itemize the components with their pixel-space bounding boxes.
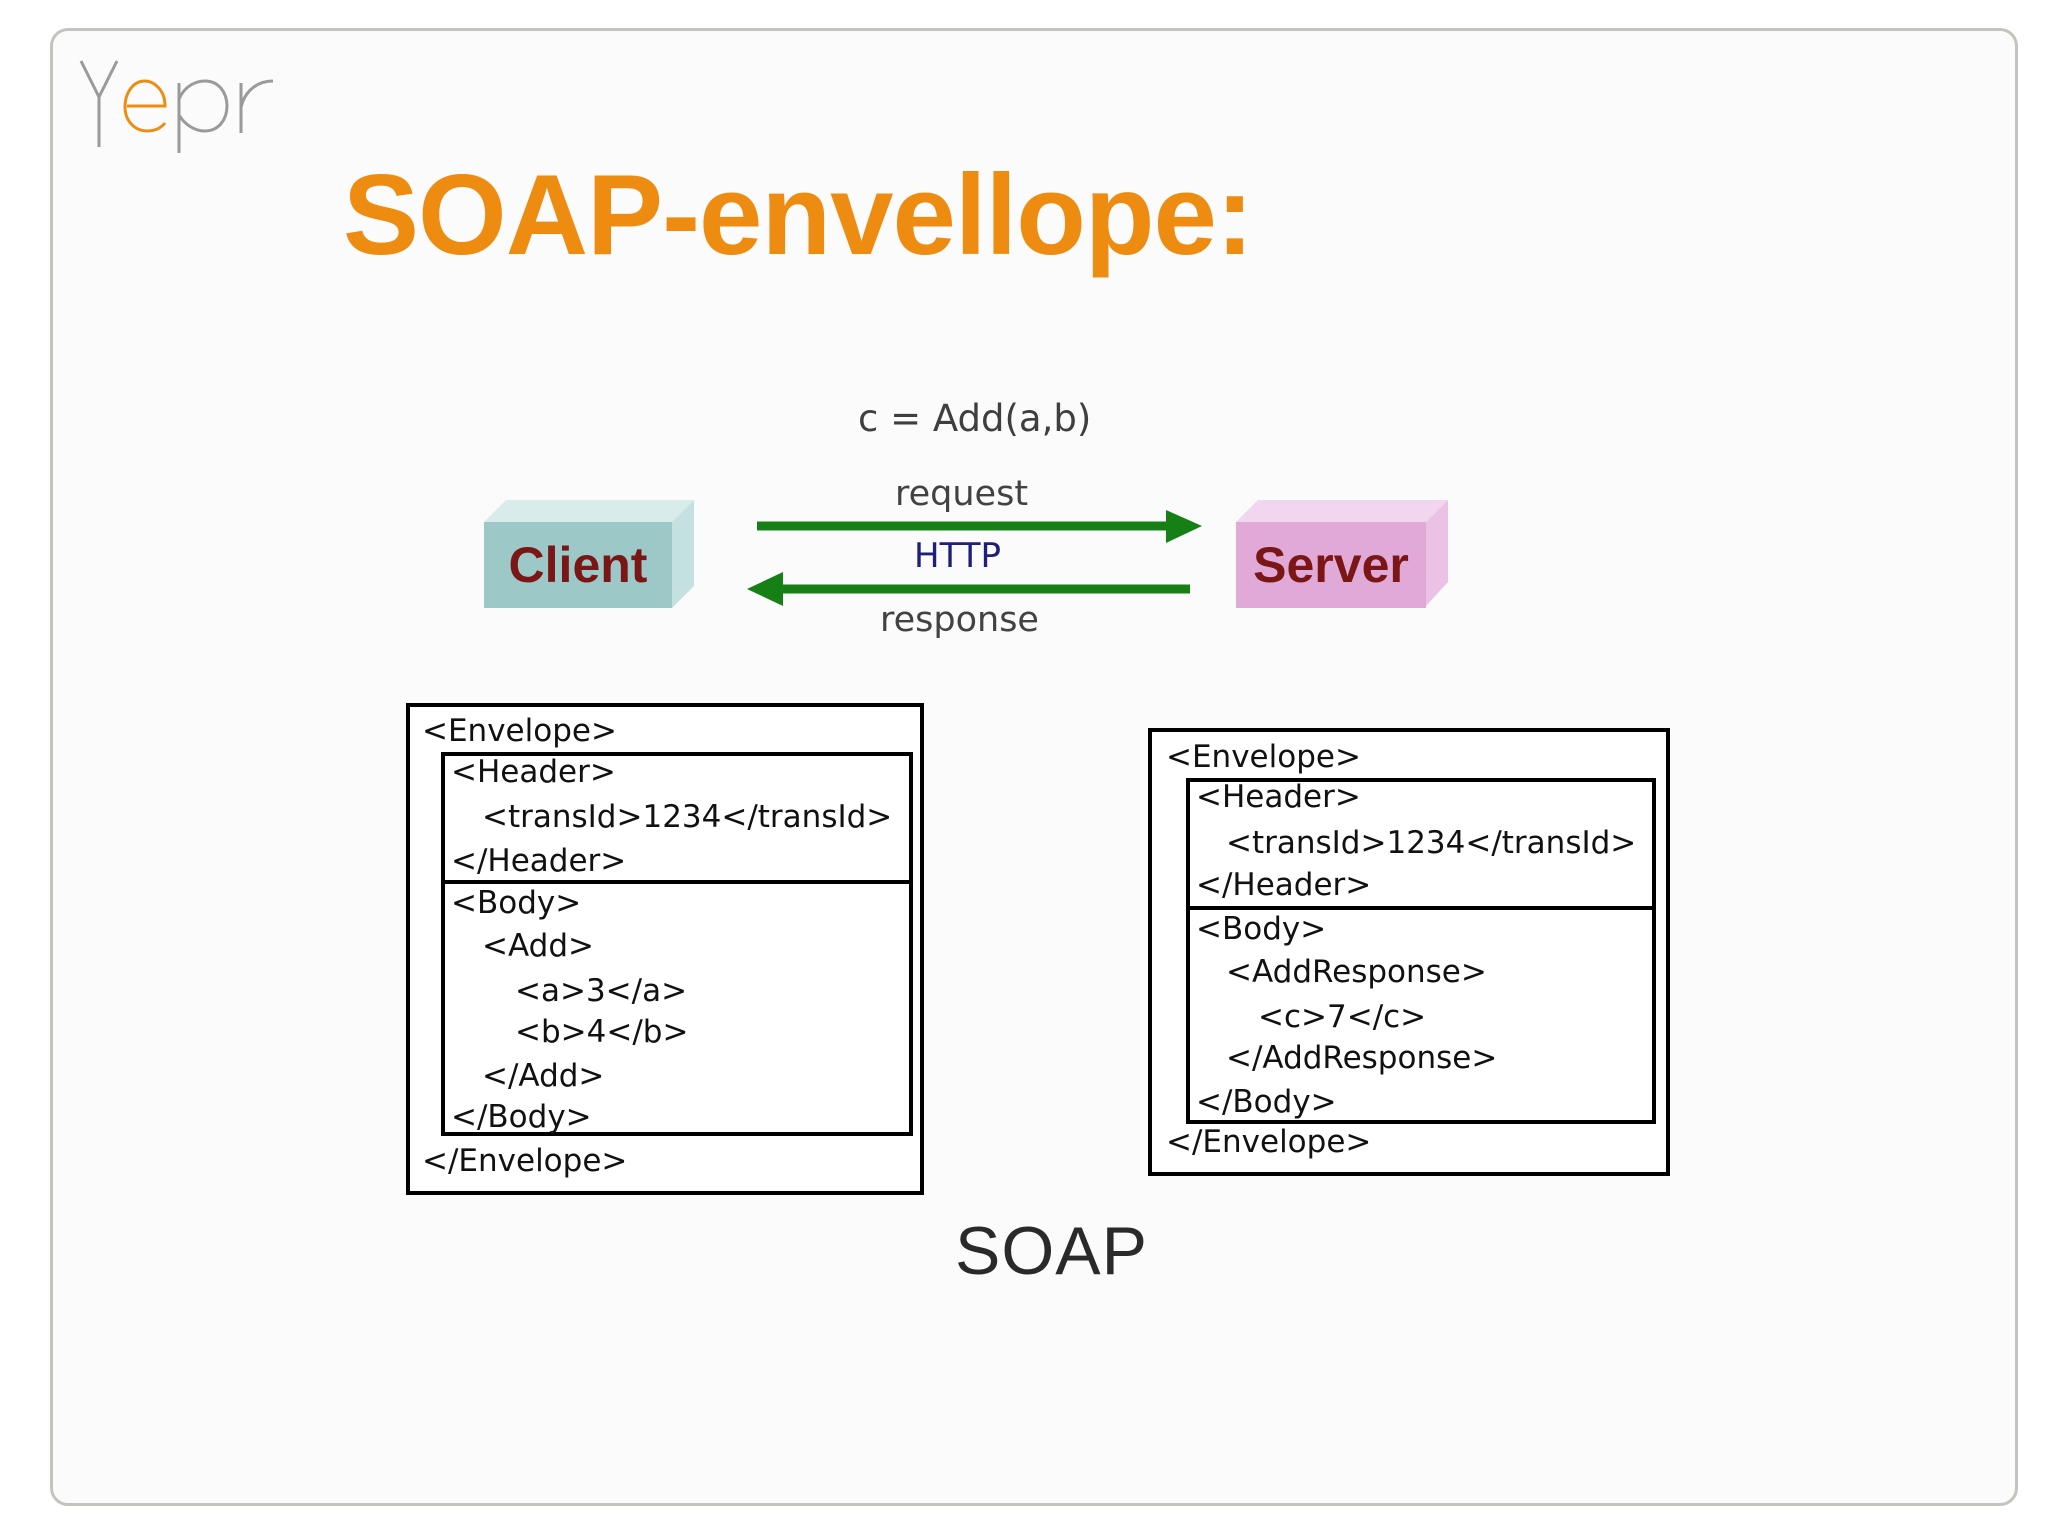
http-label: HTTP (914, 536, 1002, 576)
response-addresponse-open: <AddResponse> (1226, 954, 1487, 990)
response-body-open: <Body> (1196, 911, 1327, 947)
response-envelope-open: <Envelope> (1166, 739, 1361, 775)
request-body-close: </Body> (451, 1099, 592, 1135)
response-result-c: <c>7</c> (1258, 999, 1427, 1035)
request-header-close: </Header> (451, 843, 627, 879)
response-addresponse-close: </AddResponse> (1226, 1040, 1498, 1076)
request-transid: <transId>1234</transId> (482, 799, 893, 835)
response-label: response (880, 600, 1039, 640)
request-envelope-open: <Envelope> (422, 713, 617, 749)
server-box-depth (1236, 500, 1448, 606)
request-body-box (441, 880, 913, 1136)
slide-title: SOAP-envellope: (343, 152, 1254, 279)
response-transid: <transId>1234</transId> (1226, 825, 1637, 861)
request-body-open: <Body> (451, 885, 582, 921)
server-node: Server (1236, 522, 1426, 608)
diagram-caption: SOAP (955, 1213, 1148, 1289)
yepr-logo (79, 60, 274, 153)
request-envelope-box (406, 703, 924, 1195)
request-add-close: </Add> (482, 1058, 605, 1094)
response-header-open: <Header> (1196, 779, 1361, 815)
response-envelope-box (1148, 728, 1670, 1176)
request-param-b: <b>4</b> (515, 1014, 689, 1050)
response-body-box (1186, 906, 1656, 1124)
request-add-open: <Add> (482, 928, 594, 964)
request-envelope-close: </Envelope> (422, 1143, 628, 1179)
slide-frame (50, 28, 2018, 1506)
client-box-depth (484, 500, 694, 608)
response-header-close: </Header> (1196, 867, 1372, 903)
formula-label: c = Add(a,b) (858, 397, 1092, 440)
response-envelope-close: </Envelope> (1166, 1124, 1372, 1160)
client-node: Client (484, 522, 672, 608)
request-label: request (895, 474, 1029, 514)
response-body-close: </Body> (1196, 1084, 1337, 1120)
request-header-open: <Header> (451, 754, 616, 790)
request-param-a: <a>3</a> (515, 973, 688, 1009)
